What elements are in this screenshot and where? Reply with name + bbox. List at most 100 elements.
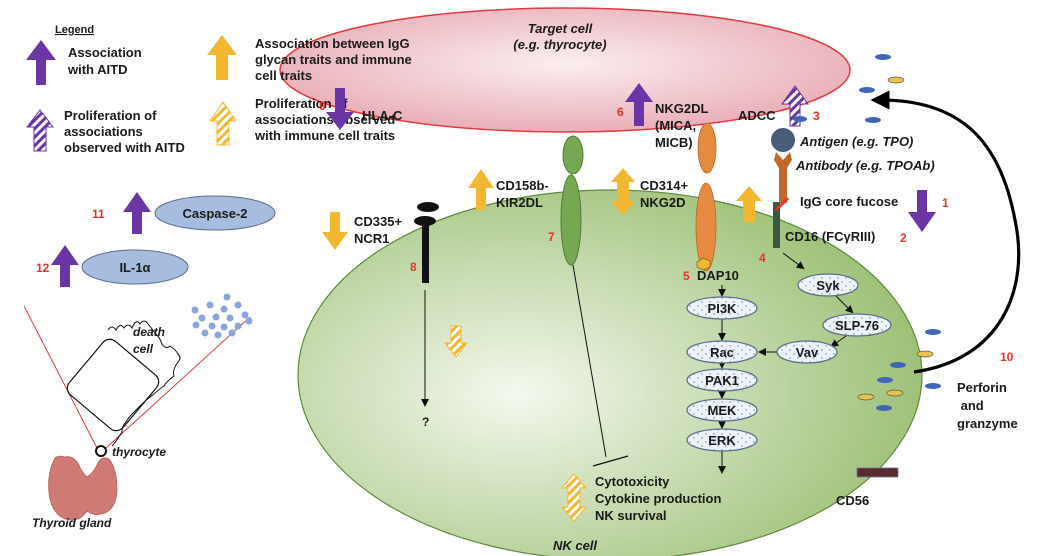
- syk-node: [797, 273, 859, 297]
- number-11: 11: [92, 207, 105, 221]
- legend-label: glycan traits and immune: [255, 52, 412, 67]
- number-9: 9: [319, 99, 326, 113]
- granules: [793, 54, 941, 411]
- death-cell-shape: [107, 320, 181, 447]
- mek-node: [686, 398, 758, 422]
- target-cell-body: [279, 7, 851, 133]
- il-1a-label: IL-1α: [119, 260, 150, 275]
- yellow-down-arrow-icon: [322, 212, 348, 250]
- legend-label: associations: [64, 124, 143, 139]
- target-cell-subtitle: (e.g. thyrocyte): [513, 37, 606, 52]
- cd16-label: CD16 (FCγRIII): [785, 229, 875, 244]
- ncr1-head-top: [417, 202, 439, 212]
- nkg2dl-receptor: [697, 122, 717, 174]
- erk-node: [686, 428, 758, 452]
- number-6: 6: [617, 105, 624, 119]
- slp-76-label: SLP-76: [835, 318, 879, 333]
- core-fucose-mark: [774, 196, 790, 212]
- striped-yellow-down-arrow-icon: [443, 325, 469, 358]
- dap10-adaptor: [696, 257, 711, 271]
- nk-cell-title: NK cell: [553, 538, 597, 553]
- cd158b-label: CD158b-: [496, 178, 549, 193]
- cd314-label: CD314+: [640, 178, 688, 193]
- outcome-nk-survival: NK survival: [595, 508, 667, 523]
- cd314-label: NKG2D: [640, 195, 686, 210]
- legend-label: Association between IgG: [255, 36, 410, 51]
- yellow-up-arrow-icon: [736, 186, 762, 222]
- released-particles: [191, 293, 253, 339]
- nkg2dl-label: NKG2DL: [655, 101, 709, 116]
- caspase-2-node: [154, 195, 276, 231]
- nk-cell-body: [297, 189, 923, 556]
- kir2dl-receptor: [560, 174, 582, 266]
- number-1: 1: [942, 196, 949, 210]
- legend-label: Proliferation of: [255, 96, 348, 111]
- perforin-label: Perforin: [957, 380, 1007, 395]
- legend: Legend Association with AITD Proliferati…: [25, 24, 412, 155]
- legend-item-proliferation-immune: Proliferation of associations observed w…: [209, 96, 395, 146]
- yellow-double-arrow-icon: [611, 168, 635, 215]
- antigen-shape: [771, 128, 795, 152]
- legend-label: Association: [68, 45, 142, 60]
- number-4: 4: [759, 251, 766, 265]
- hla-c-label: HLA-C: [362, 108, 403, 123]
- purple-down-arrow-icon: [908, 190, 936, 232]
- caspase-2-label: Caspase-2: [182, 206, 247, 221]
- ncr1-receptor: [422, 223, 429, 283]
- striped-purple-up-arrow-icon: [25, 109, 55, 152]
- legend-item-association-aitd: Association with AITD: [26, 40, 142, 85]
- legend-label: Proliferation of: [64, 108, 157, 123]
- striped-yellow-up-arrow-icon: [209, 101, 237, 146]
- cd335-label: CD335+: [354, 214, 402, 229]
- pi3k-node: [686, 296, 758, 320]
- legend-item-igg-immune: Association between IgG glycan traits an…: [207, 35, 412, 83]
- legend-label: with AITD: [67, 62, 127, 77]
- target-cell-title: Target cell: [528, 21, 593, 36]
- cd335-label: NCR1: [354, 231, 389, 246]
- left-panel: 11 Caspase-2 12 IL-1α death cell thyrocy…: [23, 192, 276, 530]
- legend-label: observed with AITD: [64, 140, 185, 155]
- number-8: 8: [410, 260, 417, 274]
- death-cell-label: cell: [133, 342, 154, 356]
- nkg2dl-label: (MICA,: [655, 118, 696, 133]
- ncr1-head-bottom: [414, 216, 436, 226]
- striped-yellow-double-arrow-icon: [560, 473, 588, 522]
- vav-node: [776, 340, 838, 364]
- zoom-line-right: [105, 316, 251, 449]
- rac-node: [686, 340, 758, 364]
- legend-title: Legend: [55, 24, 94, 36]
- legend-item-proliferation-aitd: Proliferation of associations observed w…: [25, 108, 185, 155]
- kir-inhibition-line: [572, 264, 607, 458]
- thyroid-gland-icon: [48, 455, 118, 521]
- number-2: 2: [900, 231, 907, 245]
- zoom-line-left: [23, 305, 98, 449]
- perforin-label: granzyme: [957, 416, 1018, 431]
- syk-label: Syk: [816, 278, 840, 293]
- healthy-cell-shape: [66, 338, 160, 432]
- legend-label: associations observed: [255, 112, 395, 127]
- number-7: 7: [548, 230, 555, 244]
- outcome-cytokine-production: Cytokine production: [595, 491, 721, 506]
- thyrocyte-marker: [95, 445, 107, 457]
- yellow-up-arrow-icon: [468, 169, 494, 210]
- hla-c-receptor: [562, 135, 584, 175]
- perforin-label: and: [957, 398, 984, 413]
- dap10-label: DAP10: [697, 268, 739, 283]
- mek-label: MEK: [708, 403, 738, 418]
- thyroid-gland-label: Thyroid gland: [32, 516, 112, 530]
- cd158b-label: KIR2DL: [496, 195, 543, 210]
- number-12: 12: [36, 261, 50, 275]
- cd16-receptor: [773, 202, 780, 248]
- unknown-outcome-label: ?: [422, 415, 429, 429]
- rac-label: Rac: [710, 345, 734, 360]
- granule-release-arrow: [870, 90, 1021, 374]
- pak1-label: PAK1: [705, 373, 739, 388]
- cd16-to-syk-arrow: [782, 252, 805, 270]
- nkg2d-receptor: [695, 182, 717, 272]
- legend-label: cell traits: [255, 68, 312, 83]
- outcome-cytotoxicity: Cytotoxicity: [595, 474, 670, 489]
- vav-label: Vav: [796, 345, 819, 360]
- purple-down-arrow-icon: [326, 88, 354, 130]
